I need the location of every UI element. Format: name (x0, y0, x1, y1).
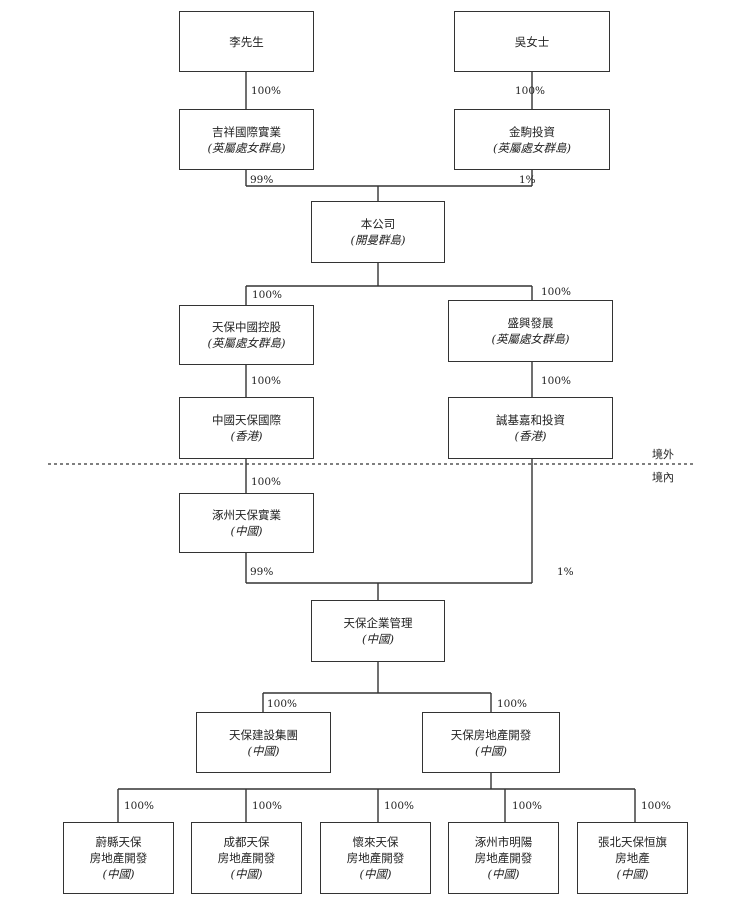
entity-name: 李先生 (229, 34, 264, 49)
pct-company-tianbao-china: 100% (252, 289, 283, 301)
entity-place: (中國) (230, 524, 263, 538)
pct-chengji-mgmt: 1% (557, 566, 574, 578)
entity-name: 天保房地產開發 (450, 727, 532, 742)
entity-zhuozhou-tianbao: 涿州天保實業 (中國) (179, 493, 314, 553)
entity-name: 吉祥國際實業 (212, 124, 281, 139)
entity-ms-wu: 吳女士 (454, 11, 610, 72)
pct-re-huailai: 100% (384, 800, 415, 812)
pct-jixiang-company: 99% (250, 174, 274, 186)
pct-re-weixian: 100% (124, 800, 155, 812)
entity-place: (英屬處女群島) (207, 336, 286, 350)
entity-place: (香港) (230, 429, 263, 443)
entity-name: 誠基嘉和投資 (496, 413, 565, 427)
entity-tianbao-mgmt: 天保企業管理 (中國) (311, 600, 445, 662)
entity-name: 盛興發展 (507, 316, 554, 330)
entity-place: (英屬處女群島) (207, 140, 286, 155)
entity-place: (中國) (616, 867, 649, 881)
entity-line1: 蔚縣天保 (95, 835, 142, 849)
offshore-label: 境外 (652, 448, 674, 461)
entity-place: (香港) (514, 429, 547, 443)
pct-re-chengdu: 100% (252, 800, 283, 812)
entity-name: 涿州天保實業 (212, 508, 281, 522)
entity-name: 中國天保國際 (212, 413, 281, 427)
pct-mgmt-realestate: 100% (497, 698, 528, 710)
entity-jinju: 金駒投資 (英屬處女群島) (454, 109, 610, 170)
entity-line2: 房地產開發 (89, 851, 148, 865)
entity-jixiang: 吉祥國際實業 (英屬處女群島) (179, 109, 314, 170)
entity-line1: 涿州市明陽 (474, 835, 533, 849)
pct-tianbao-china-cn-intl: 100% (251, 375, 282, 387)
entity-place: (英屬處女群島) (493, 140, 571, 155)
pct-li-jixiang: 100% (251, 85, 282, 97)
entity-name: 天保建設集團 (229, 727, 298, 742)
entity-zhuozhou-mingyang: 涿州市明陽 房地產開發 (中國) (448, 822, 559, 894)
entity-name: 吳女士 (514, 34, 550, 49)
entity-place: (英屬處女群島) (491, 332, 570, 346)
entity-line1: 懷來天保 (352, 835, 399, 849)
pct-cn-intl-zhuozhou: 100% (251, 476, 282, 488)
pct-re-zhangbei: 100% (641, 800, 672, 812)
pct-company-shengxing: 100% (541, 286, 572, 298)
entity-line2: 房地產 (615, 851, 650, 865)
entity-line2: 房地產開發 (217, 851, 276, 865)
entity-zhangbei: 張北天保恒旗 房地產 (中國) (577, 822, 688, 894)
entity-tianbao-construction: 天保建設集團 (中國) (196, 712, 331, 773)
pct-zhuozhou-mgmt: 99% (250, 566, 274, 578)
entity-mr-li: 李先生 (179, 11, 314, 72)
entity-place: (開曼群島) (350, 233, 406, 247)
onshore-label: 境內 (652, 471, 674, 484)
entity-name: 本公司 (360, 217, 396, 231)
pct-wu-jinju: 100% (515, 85, 546, 97)
entity-shengxing: 盛興發展 (英屬處女群島) (448, 300, 613, 362)
entity-line2: 房地產開發 (474, 851, 533, 865)
entity-place: (中國) (475, 743, 507, 758)
entity-place: (中國) (359, 867, 392, 881)
entity-place: (中國) (487, 867, 520, 881)
entity-place: (中國) (230, 867, 263, 881)
entity-line2: 房地產開發 (346, 851, 405, 865)
entity-cn-tianbao-intl: 中國天保國際 (香港) (179, 397, 314, 459)
entity-chengjijiahe: 誠基嘉和投資 (香港) (448, 397, 613, 459)
pct-re-mingyang: 100% (512, 800, 543, 812)
entity-line1: 成都天保 (223, 835, 270, 849)
entity-name: 天保企業管理 (343, 616, 413, 630)
entity-chengdu: 成都天保 房地產開發 (中國) (191, 822, 302, 894)
entity-place: (中國) (102, 867, 135, 881)
entity-huailai: 懷來天保 房地產開發 (中國) (320, 822, 431, 894)
pct-shengxing-chengji: 100% (541, 375, 572, 387)
entity-name: 天保中國控股 (212, 320, 281, 334)
entity-line1: 張北天保恒旗 (598, 835, 667, 849)
entity-tianbao-realestate: 天保房地產開發 (中國) (422, 712, 560, 773)
pct-jinju-company: 1% (519, 174, 536, 186)
entity-company: 本公司 (開曼群島) (311, 201, 445, 263)
entity-place: (中國) (247, 743, 280, 758)
pct-mgmt-construction: 100% (267, 698, 298, 710)
entity-name: 金駒投資 (509, 124, 555, 139)
entity-tianbao-china: 天保中國控股 (英屬處女群島) (179, 305, 314, 365)
entity-weixian: 蔚縣天保 房地產開發 (中國) (63, 822, 174, 894)
entity-place: (中國) (362, 632, 394, 646)
